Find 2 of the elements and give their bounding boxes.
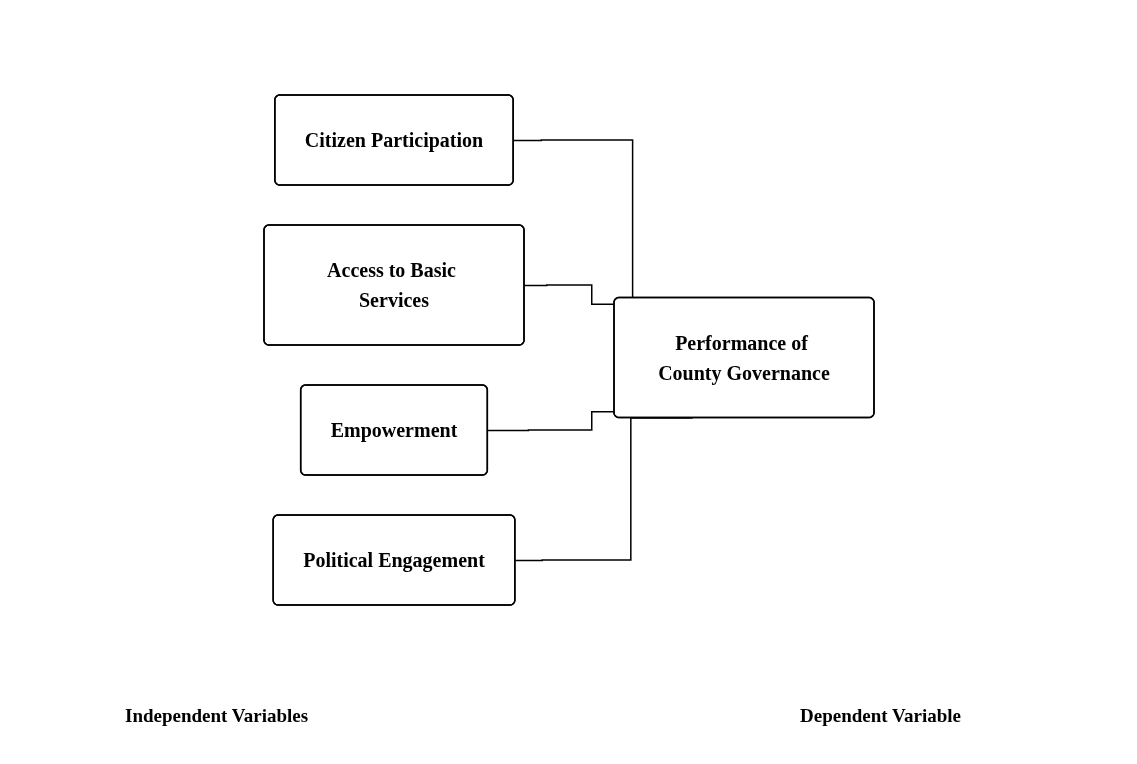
axis-caption: Independent Variables (125, 705, 309, 727)
axis-caption: Dependent Variable (800, 705, 961, 727)
